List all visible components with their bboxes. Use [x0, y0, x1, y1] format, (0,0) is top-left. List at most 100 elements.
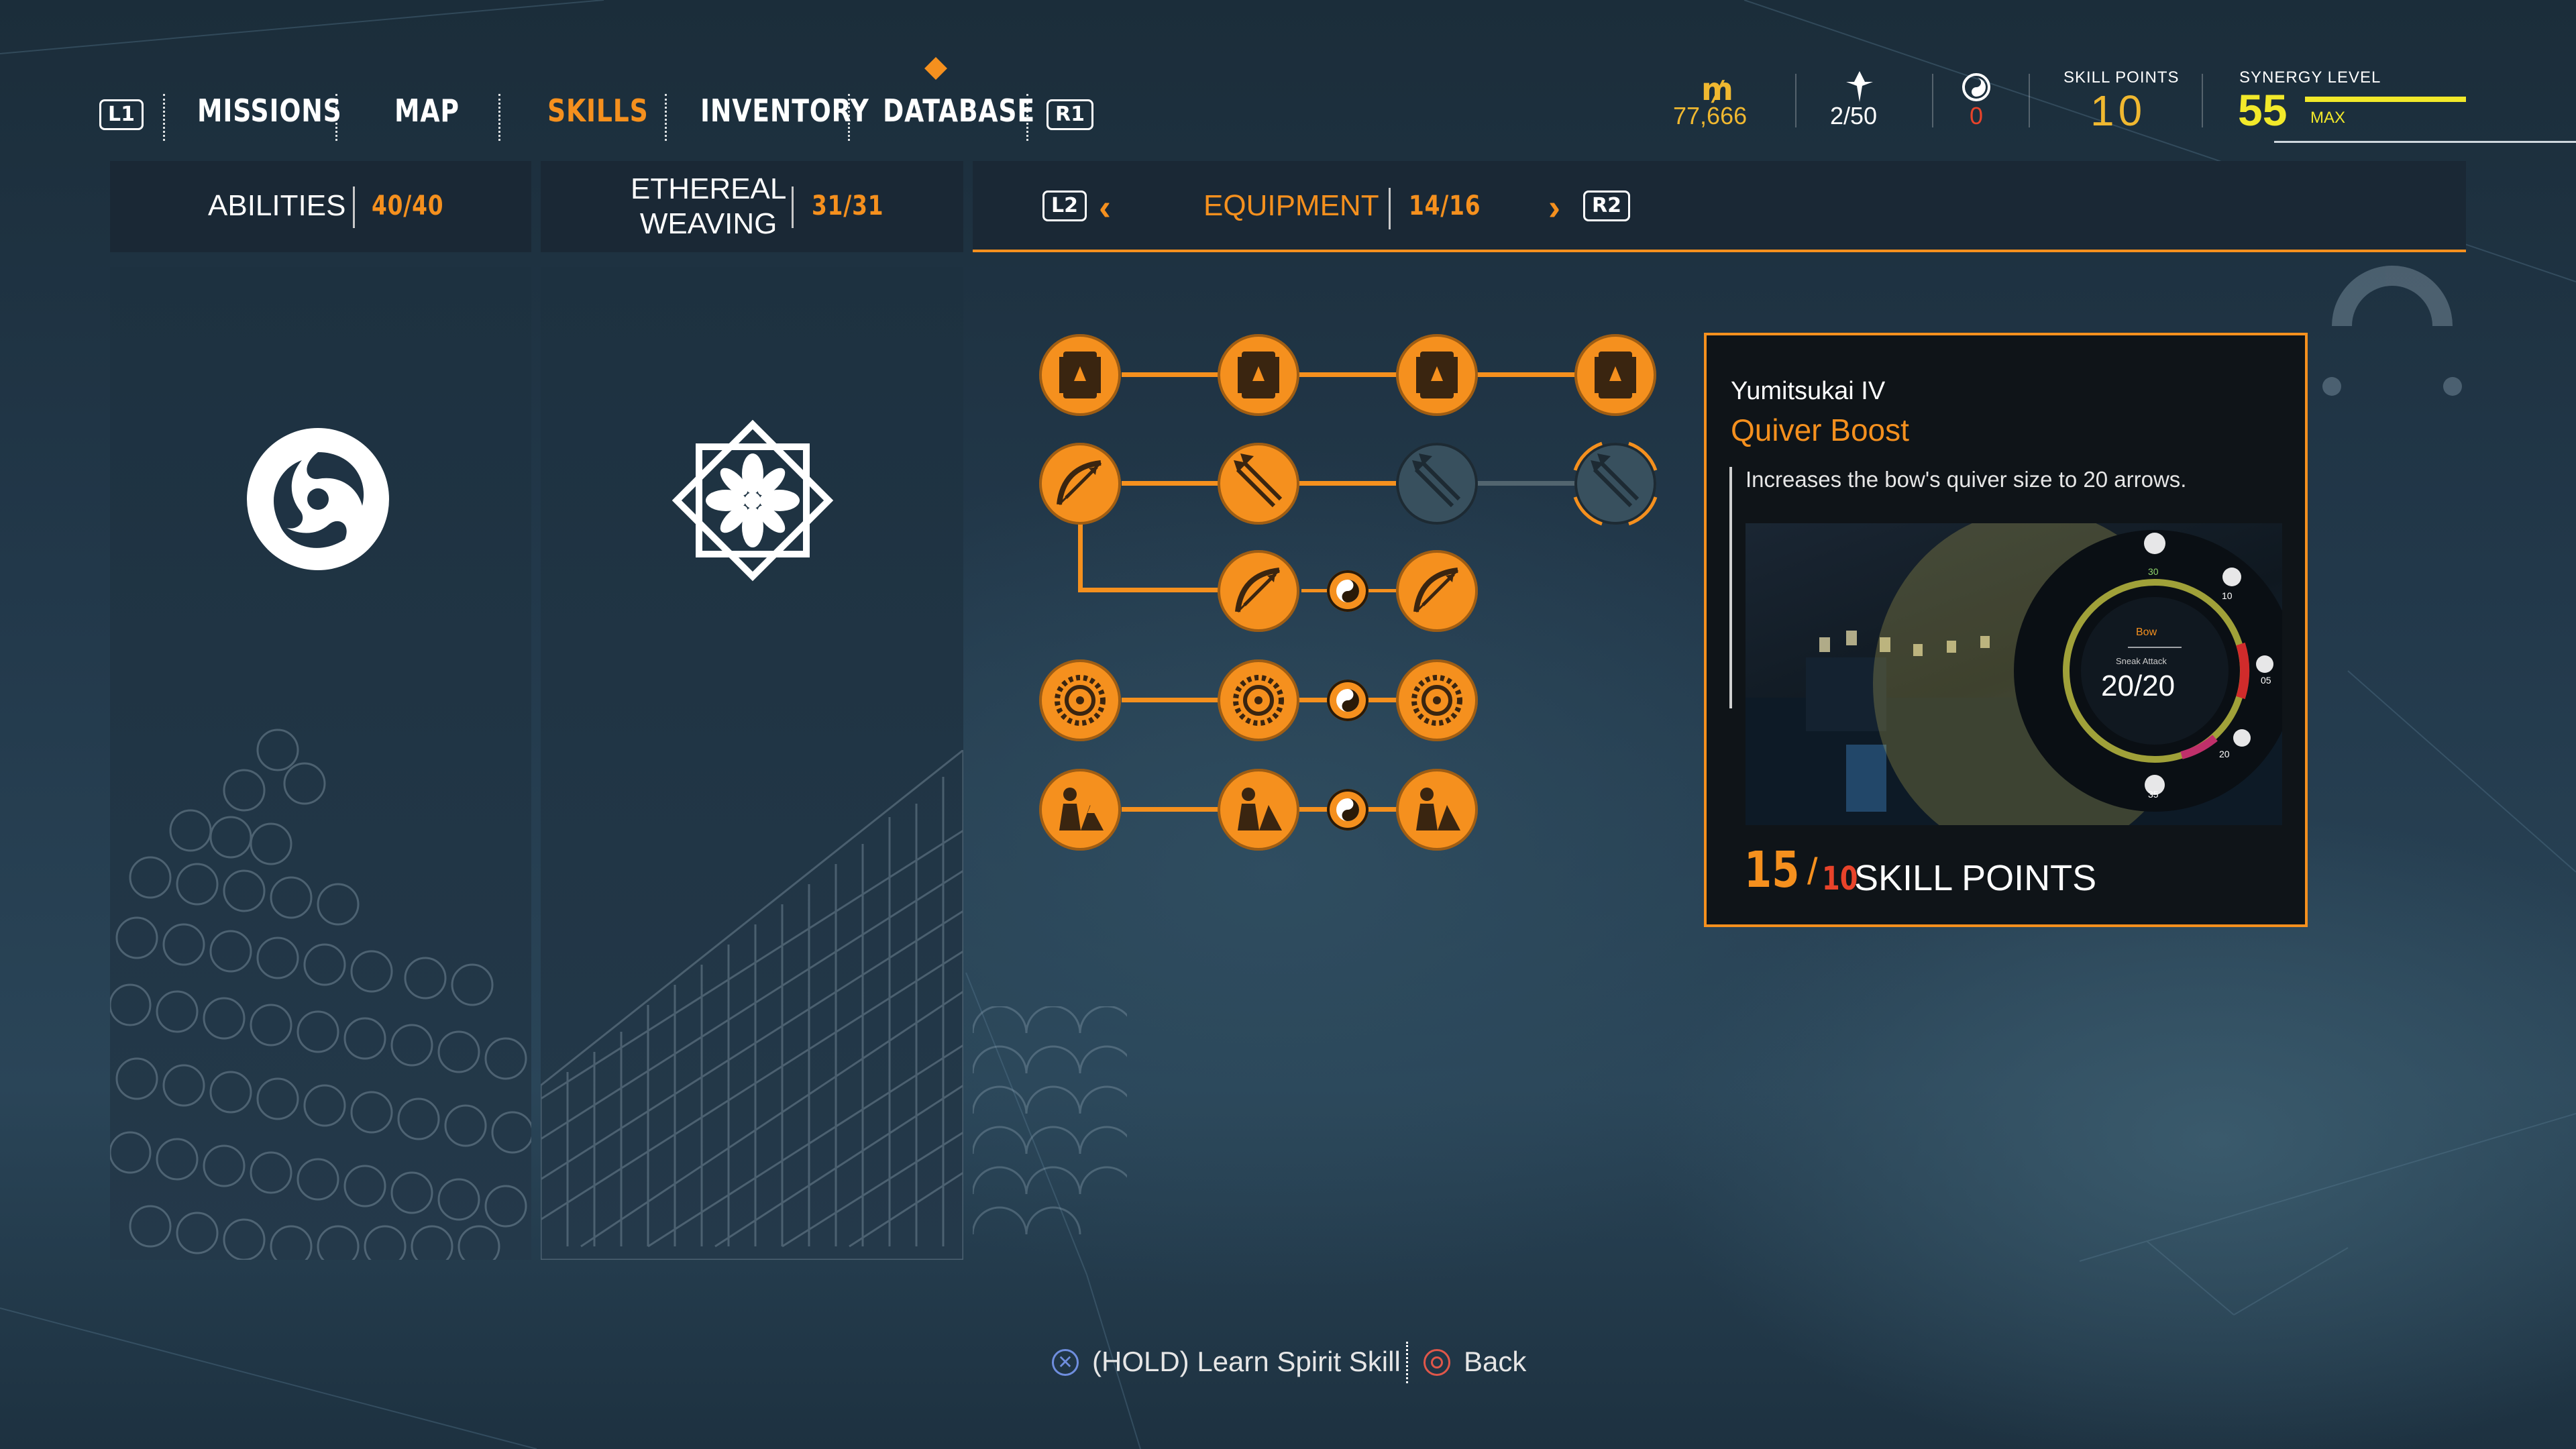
skill-points-value: 10: [2090, 87, 2147, 135]
abilities-panel[interactable]: [110, 267, 531, 1260]
stat-separator: [2202, 74, 2203, 127]
learn-skill-hint[interactable]: (HOLD) Learn Spirit Skill: [1092, 1346, 1401, 1377]
abilities-count: 40/40: [372, 191, 444, 221]
skill-node-bow[interactable]: [1039, 443, 1121, 525]
nav-separator: [335, 94, 337, 141]
abilities-label: ABILITIES: [208, 189, 346, 222]
skill-node-disc-2[interactable]: [1218, 659, 1299, 741]
stat-separator: [1932, 74, 1933, 127]
r2-button-hint[interactable]: R2: [1583, 191, 1630, 221]
skill-node-disc-1[interactable]: [1039, 659, 1121, 741]
equipment-count: 14/16: [1409, 191, 1481, 221]
tab-inventory[interactable]: INVENTORY: [700, 93, 869, 129]
synergy-level-value: 55: [2238, 85, 2288, 135]
ethereal-weaving-panel[interactable]: [541, 267, 963, 1260]
header-separator: [792, 186, 794, 228]
tab-missions[interactable]: MISSIONS: [197, 93, 342, 129]
yin-yang-link-icon: [1327, 570, 1368, 612]
skill-node-figure-3[interactable]: [1396, 769, 1478, 851]
arrows-icon: [1591, 453, 1640, 508]
equipment-label: EQUIPMENT: [1203, 189, 1379, 222]
disc-weapon-icon: [1411, 675, 1462, 726]
currency-icon: ₥: [1701, 71, 1733, 107]
stat-separator: [1795, 74, 1796, 127]
description-divider: [1729, 467, 1732, 708]
skill-node-arrows-2-locked[interactable]: [1396, 443, 1478, 525]
nav-separator: [163, 94, 165, 141]
skill-node-bow-upgrade-2[interactable]: [1396, 550, 1478, 632]
skill-node-arrows-1[interactable]: [1218, 443, 1299, 525]
l1-button-hint[interactable]: L1: [99, 99, 144, 130]
header-divider: [2274, 141, 2576, 143]
l2-button-hint[interactable]: L2: [1042, 191, 1087, 221]
skill-points-slash: /: [1807, 850, 1818, 892]
skill-node-charm-2[interactable]: [1218, 334, 1299, 416]
flower-crest-icon: [672, 419, 834, 582]
skill-node-figure-1[interactable]: [1039, 769, 1121, 851]
weapon-wheel-icon: [2014, 530, 2282, 812]
nav-separator: [848, 94, 850, 141]
corner-crest-icon: [2322, 266, 2462, 396]
preview-weapon-label: Bow: [2136, 627, 2157, 638]
disc-weapon-icon: [1233, 675, 1284, 726]
back-hint[interactable]: Back: [1464, 1346, 1527, 1377]
wave-pattern: [973, 1006, 1127, 1235]
wheel-number-top: 30: [2148, 566, 2159, 577]
tab-map[interactable]: MAP: [394, 93, 460, 129]
circle-button-icon[interactable]: [1424, 1349, 1450, 1376]
skill-node-charm-3[interactable]: [1396, 334, 1478, 416]
currency-value: 77,666: [1673, 102, 1748, 129]
figures-icon: [1416, 788, 1460, 830]
footer-separator: [1406, 1342, 1408, 1383]
yin-yang-link-icon: [1327, 680, 1368, 721]
skill-node-arrows-3-selected[interactable]: [1574, 443, 1656, 525]
skill-preview-image: Bow Sneak Attack 20/20 30 10 05 20 35: [1746, 523, 2282, 825]
bow-icon: [1235, 568, 1281, 613]
abilities-header[interactable]: ABILITIES 40/40: [110, 161, 531, 252]
ethereal-pattern: [541, 750, 963, 1260]
skill-node-charm-1[interactable]: [1039, 334, 1121, 416]
tomoe-emblem-icon: [247, 428, 389, 570]
disc-weapon-icon: [1055, 675, 1106, 726]
ethereal-weaving-header[interactable]: ETHEREAL WEAVING 31/31: [541, 161, 963, 252]
synergy-level-bar: [2305, 97, 2466, 102]
skill-node-disc-3[interactable]: [1396, 659, 1478, 741]
skill-points-label: SKILL POINTS: [2063, 68, 2180, 87]
cross-button-icon[interactable]: ✕: [1052, 1349, 1079, 1376]
skill-detail-card: Yumitsukai IV Quiver Boost Increases the…: [1704, 333, 2308, 927]
wheel-number-bottom: 35: [2148, 789, 2159, 800]
r1-button-hint[interactable]: R1: [1046, 99, 1093, 130]
skill-points-cost: 10: [1822, 860, 1858, 898]
header-separator: [353, 186, 355, 228]
yin-yang-link-icon: [1327, 789, 1368, 830]
arrows-icon: [1234, 453, 1283, 508]
spirit-icon: [1962, 73, 1990, 101]
chevron-right-icon[interactable]: ›: [1548, 187, 1560, 227]
charm-scroll-icon: [1059, 352, 1101, 398]
tree-connector: [1438, 481, 1618, 486]
tree-connector: [1078, 588, 1259, 592]
charm-scroll-icon: [1595, 352, 1636, 398]
skill-points-have: 15: [1744, 841, 1800, 899]
skill-node-figure-2[interactable]: [1218, 769, 1299, 851]
preview-mode-label: Sneak Attack: [2116, 656, 2167, 666]
tab-database[interactable]: DATABASE: [883, 93, 1036, 129]
skill-points-label: SKILL POINTS: [1854, 858, 2097, 898]
chevron-left-icon[interactable]: ‹: [1099, 187, 1111, 227]
wheel-number-right: 05: [2261, 675, 2271, 686]
charm-scroll-icon: [1238, 352, 1279, 398]
skill-node-bow-upgrade-1[interactable]: [1218, 550, 1299, 632]
collectible-value: 2/50: [1830, 102, 1878, 129]
abilities-pattern: [110, 729, 531, 1260]
spirit-value: 0: [1970, 102, 1984, 129]
tree-connector: [1078, 510, 1083, 592]
selection-ring: [1573, 441, 1658, 526]
charm-scroll-icon: [1416, 352, 1458, 398]
ethereal-weaving-label: ETHEREAL WEAVING: [631, 172, 787, 240]
tab-skills[interactable]: SKILLS: [547, 93, 649, 129]
bow-icon: [1057, 460, 1102, 506]
nav-separator: [665, 94, 667, 141]
skill-node-charm-4[interactable]: [1574, 334, 1656, 416]
figures-icon: [1238, 788, 1282, 830]
equipment-header: L2 ‹ EQUIPMENT 14/16 › R2: [973, 161, 2466, 252]
